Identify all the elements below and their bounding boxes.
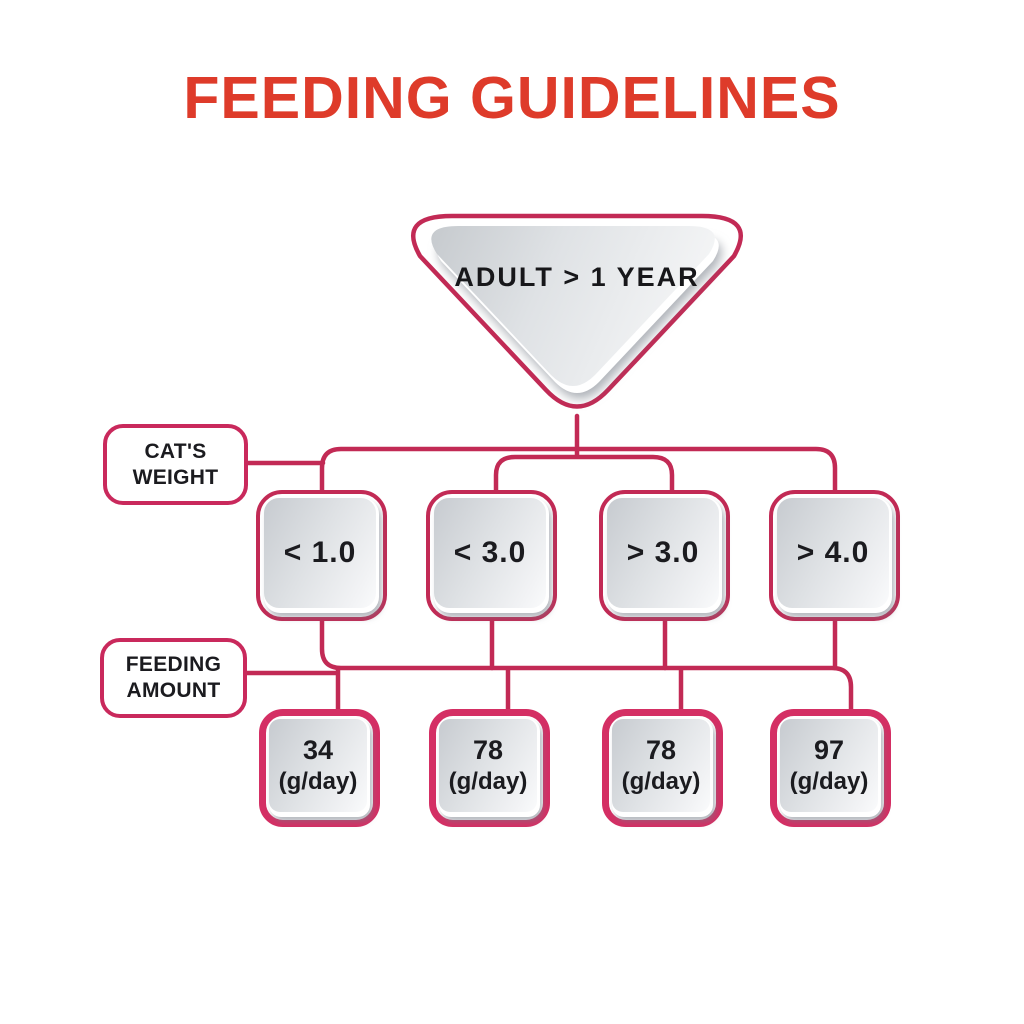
node-plate: 78 (g/day) bbox=[439, 719, 540, 817]
amount-node-4-unit: (g/day) bbox=[789, 767, 869, 795]
node-plate: 34 (g/day) bbox=[269, 719, 370, 817]
weight-node-3-value: > 3.0 bbox=[626, 536, 700, 569]
weight-node-1: < 1.0 bbox=[256, 490, 387, 621]
cats-weight-label: CAT'S WEIGHT bbox=[103, 424, 248, 505]
adult-node-shape bbox=[410, 213, 744, 409]
amount-node-4: 97 (g/day) bbox=[770, 709, 891, 827]
node-plate: < 1.0 bbox=[264, 498, 379, 613]
amount-node-4-value: 97 bbox=[813, 735, 845, 766]
amount-node-3-unit: (g/day) bbox=[621, 767, 701, 795]
connector-lines bbox=[241, 413, 854, 714]
weight-node-2-value: < 3.0 bbox=[453, 536, 527, 569]
amount-node-2-value: 78 bbox=[472, 735, 504, 766]
node-plate: 97 (g/day) bbox=[780, 719, 881, 817]
node-plate: < 3.0 bbox=[434, 498, 549, 613]
weight-node-4: > 4.0 bbox=[769, 490, 900, 621]
amount-node-1-value: 34 bbox=[302, 735, 334, 766]
weight-node-1-value: < 1.0 bbox=[283, 536, 357, 569]
node-plate: > 3.0 bbox=[607, 498, 722, 613]
weight-node-3: > 3.0 bbox=[599, 490, 730, 621]
amount-node-3-value: 78 bbox=[645, 735, 677, 766]
amount-node-1: 34 (g/day) bbox=[259, 709, 380, 827]
amount-node-2: 78 (g/day) bbox=[429, 709, 550, 827]
amount-node-1-unit: (g/day) bbox=[278, 767, 358, 795]
adult-node-label: ADULT > 1 YEAR bbox=[454, 262, 700, 292]
node-plate: > 4.0 bbox=[777, 498, 892, 613]
amount-node-3: 78 (g/day) bbox=[602, 709, 723, 827]
feeding-amount-label: FEEDING AMOUNT bbox=[100, 638, 247, 718]
bus-amount-outer bbox=[319, 615, 854, 714]
feeding-amount-line2: AMOUNT bbox=[126, 679, 221, 702]
feeding-amount-line1: FEEDING bbox=[125, 653, 222, 677]
weight-node-2: < 3.0 bbox=[426, 490, 557, 621]
amount-node-2-unit: (g/day) bbox=[448, 767, 528, 795]
cats-weight-line2: WEIGHT bbox=[132, 465, 219, 489]
cats-weight-line1: CAT'S bbox=[144, 439, 207, 463]
bus-weight-inner bbox=[493, 454, 675, 496]
page-title: FEEDING GUIDELINES bbox=[183, 65, 841, 131]
weight-node-4-value: > 4.0 bbox=[796, 536, 870, 569]
node-plate: 78 (g/day) bbox=[612, 719, 713, 817]
